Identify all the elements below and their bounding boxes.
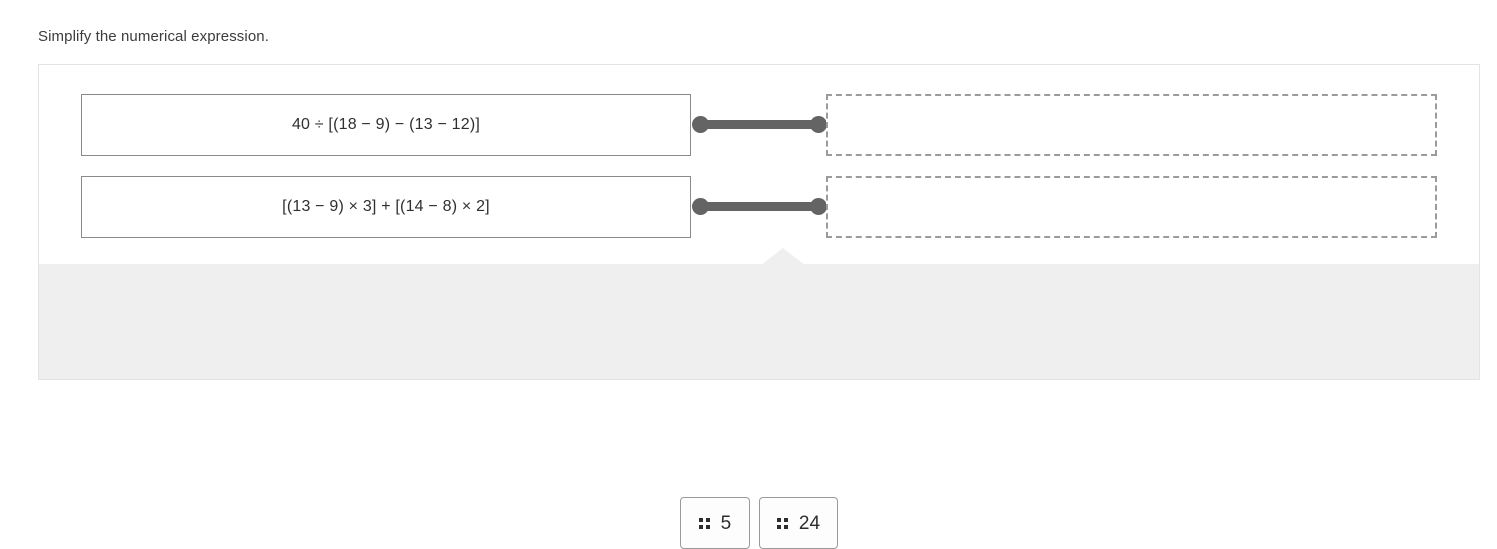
answer-chip[interactable]: 24 [758, 497, 839, 549]
matching-activity-card: 40 ÷ [(18 − 9) − (13 − 12)] [(13 − 9) × … [38, 64, 1480, 549]
tray-notch-arrow-icon [761, 248, 805, 265]
answer-tray: 5 24 [39, 264, 1479, 549]
question-prompt: Simplify the numerical expression. [38, 28, 269, 45]
answer-chip-label: 5 [720, 512, 732, 534]
answer-chip[interactable]: 5 [679, 497, 750, 549]
match-row: [(13 − 9) × 3] + [(14 − 8) × 2] [39, 176, 1479, 238]
expression-box: [(13 − 9) × 3] + [(14 − 8) × 2] [81, 176, 691, 238]
drag-grip-icon [698, 517, 710, 529]
answer-drop-zone[interactable] [826, 94, 1437, 156]
expression-box: 40 ÷ [(18 − 9) − (13 − 12)] [81, 94, 691, 156]
answer-chip-label: 24 [798, 512, 821, 534]
connector-bar [701, 120, 818, 129]
connector-right-knob [810, 116, 827, 133]
connector-line-icon [692, 94, 827, 156]
expression-text: [(13 − 9) × 3] + [(14 − 8) × 2] [282, 198, 490, 215]
match-row: 40 ÷ [(18 − 9) − (13 − 12)] [39, 94, 1479, 156]
drag-grip-icon [776, 517, 788, 529]
exercise-page: Simplify the numerical expression. 40 ÷ … [38, 28, 1480, 549]
connector-line-icon [692, 176, 827, 238]
connector-bar [701, 202, 818, 211]
expression-text: 40 ÷ [(18 − 9) − (13 − 12)] [291, 116, 481, 133]
answer-drop-zone[interactable] [826, 176, 1437, 238]
connector-right-knob [810, 198, 827, 215]
answer-chip-list: 5 24 [39, 497, 1479, 549]
